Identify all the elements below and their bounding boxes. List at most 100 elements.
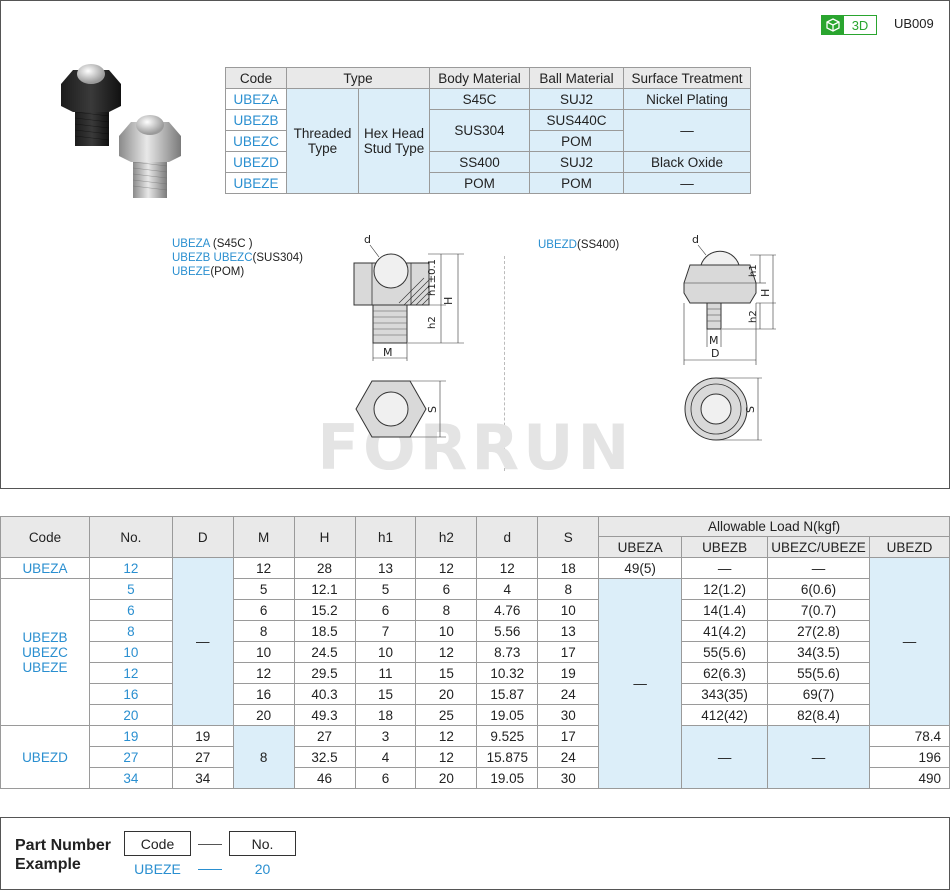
h1-cell: 6 [354,599,417,621]
product-overview-panel: 3D UB009 [0,0,950,489]
no-cell[interactable]: 12 [88,662,173,684]
code-cell[interactable]: UBEZA [0,557,90,579]
no-cell[interactable]: 10 [88,641,173,663]
M-cell: 12 [232,662,295,684]
h2-cell: 8 [415,599,478,621]
d-cell: 19.05 [476,704,539,726]
code-cell[interactable]: UBEZB UBEZC UBEZE [0,578,90,726]
no-cell[interactable]: 12 [88,557,173,579]
drawing-variant-labels: UBEZA (S45C ) UBEZB UBEZC(SUS304) UBEZE(… [172,237,303,279]
surface-cell: Black Oxide [623,151,751,173]
M-cell: 20 [232,704,295,726]
no-cell[interactable]: 5 [88,578,173,600]
no-cell[interactable]: 16 [88,683,173,705]
M-cell: 8 [232,725,295,789]
page-code: UB009 [894,16,934,31]
svg-text:d: d [364,233,371,246]
variant-label-line: UBEZA (S45C ) [172,238,253,250]
h1-cell: 13 [354,557,417,579]
h1-cell: 4 [354,746,417,768]
header-h1: h1 [354,516,417,558]
3d-label: 3D [851,17,869,33]
S-cell: 24 [537,683,600,705]
header-body-material: Body Material [429,67,530,89]
header-M: M [232,516,295,558]
code-link[interactable]: UBEZA [225,88,287,110]
table-row: 8 8 18.5 7 10 5.56 13 41(4.2) 27(2.8) [1,620,950,642]
load-b-cell: 12(1.2) [681,578,769,600]
svg-text:h2: h2 [748,310,759,323]
h1-cell: 11 [354,662,417,684]
dimension-table: Code No. D M H h1 h2 d S Allowable Load … [0,516,950,789]
code-link[interactable]: UBEZD [225,151,287,173]
svg-text:h1±0.1: h1±0.1 [427,259,438,296]
header-h2: h2 [415,516,478,558]
S-cell: 17 [537,641,600,663]
d-cell: 19.05 [476,767,539,789]
part-number-example-panel: Part Number Example Code No. UBEZE 20 [0,817,950,890]
svg-text:D: D [711,347,719,360]
drawing-variant-label-ubezd: UBEZD(SS400) [538,239,620,251]
h2-cell: 12 [415,725,478,747]
load-ce-cell: — [767,725,871,789]
example-code: UBEZE [134,861,181,877]
M-cell: 8 [232,620,295,642]
h2-cell: 25 [415,704,478,726]
M-cell: 12 [232,557,295,579]
h2-cell: 12 [415,641,478,663]
header-load-ubezb: UBEZB [681,536,769,558]
M-cell: 5 [232,578,295,600]
example-no: 20 [254,861,271,877]
header-allowable-load: Allowable Load N(kgf) [598,516,950,537]
S-cell: 17 [537,725,600,747]
d-cell: 15.875 [476,746,539,768]
h1-cell: 18 [354,704,417,726]
header-load-ubezc-ubeze: UBEZC/UBEZE [767,536,871,558]
d-cell: 15.87 [476,683,539,705]
no-cell[interactable]: 20 [88,704,173,726]
3d-model-button[interactable]: 3D [821,15,877,35]
H-cell: 49.3 [293,704,356,726]
header-S: S [537,516,600,558]
table-row: 34 34 46 6 20 19.05 30 490 [1,767,950,789]
table-row: UBEZB UBEZC UBEZE 5 5 12.1 5 6 4 8 — 12(… [0,578,950,789]
d-cell: 9.525 [476,725,539,747]
table-row: UBEZA 12 — 12 28 13 12 12 18 49(5) — — — [0,557,950,726]
header-load-ubeza: UBEZA [598,536,683,558]
body-material-cell: POM [429,172,530,194]
header-no: No. [88,516,173,558]
load-d-cell: 490 [869,767,950,789]
load-b-cell: — [681,557,769,579]
body-material-cell: SS400 [429,151,530,173]
drawing-ubezd-side: d h1 h2 H M D S [683,233,776,441]
M-cell: 6 [232,599,295,621]
no-cell[interactable]: 19 [88,725,173,747]
code-box: Code [124,831,191,856]
D-cell: — [171,557,234,726]
header-d: d [476,516,539,558]
body-material-cell: S45C [429,88,530,110]
load-ce-cell: — [767,557,871,579]
load-ce-cell: 69(7) [767,683,871,705]
no-cell[interactable]: 8 [88,620,173,642]
svg-text:M: M [709,334,719,347]
h1-cell: 10 [354,641,417,663]
load-b-cell: 343(35) [681,683,769,705]
body-material-cell: SUS304 [429,109,530,152]
D-cell: 34 [171,767,234,789]
no-cell[interactable]: 34 [88,767,173,789]
S-cell: 10 [537,599,600,621]
svg-text:M: M [383,346,393,359]
code-link[interactable]: UBEZE [225,172,287,194]
code-link[interactable]: UBEZB [225,109,287,131]
no-cell[interactable]: 27 [88,746,173,768]
h1-cell: 15 [354,683,417,705]
H-cell: 29.5 [293,662,356,684]
h1-cell: 3 [354,725,417,747]
d-cell: 12 [476,557,539,579]
code-cell[interactable]: UBEZD [0,725,90,789]
code-link[interactable]: UBEZC [225,130,287,152]
no-cell[interactable]: 6 [88,599,173,621]
load-ce-cell: 34(3.5) [767,641,871,663]
